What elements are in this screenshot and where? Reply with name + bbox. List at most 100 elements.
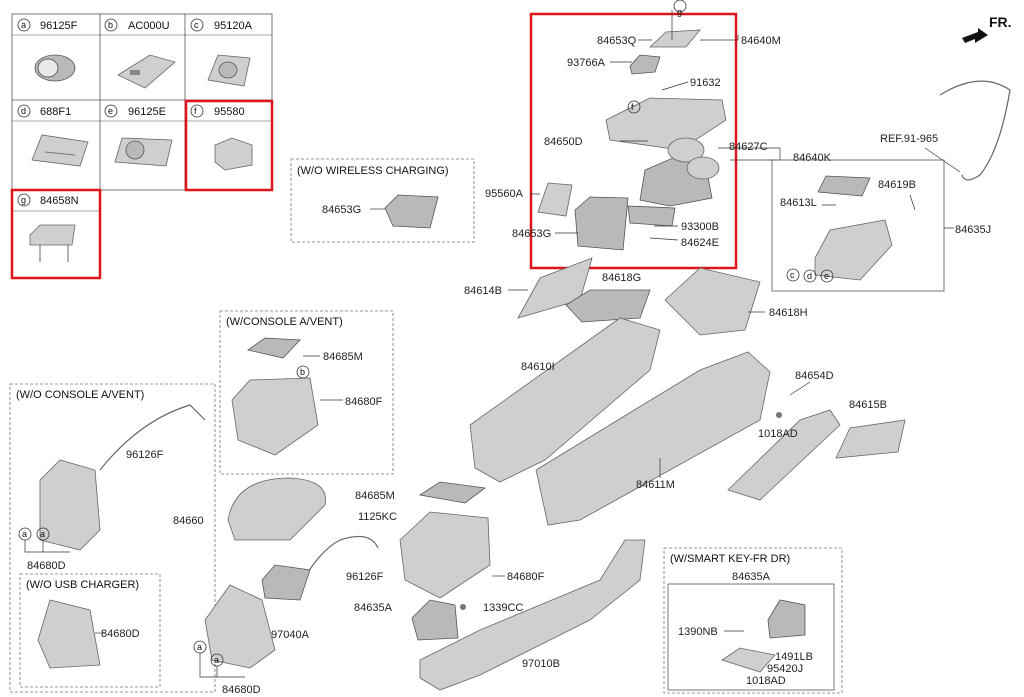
switch-f-icon bbox=[214, 137, 253, 171]
socket-e-icon bbox=[114, 137, 173, 167]
front-indicator: FR. bbox=[989, 14, 1012, 30]
section-wo-usb-title: (W/O USB CHARGER) bbox=[26, 579, 139, 591]
label-96126F-a: 96126F bbox=[126, 449, 164, 461]
tray-callout-f: f bbox=[631, 102, 634, 112]
label-1125KC: 1125KC bbox=[358, 511, 397, 523]
bracket-84618G bbox=[565, 289, 651, 323]
legend-grid: a 96125F b AC000U c 95120A d 688F1 e 961… bbox=[10, 13, 274, 280]
usb-module-b-icon bbox=[117, 54, 176, 89]
bracket-d-icon bbox=[31, 134, 89, 167]
callout-d: d bbox=[807, 271, 812, 281]
legend-d-letter: d bbox=[21, 106, 26, 116]
legend-f-letter: f bbox=[194, 106, 197, 116]
console-side-84611M bbox=[535, 351, 771, 526]
label-95560A: 95560A bbox=[485, 188, 524, 200]
legend-f-part: 95580 bbox=[214, 106, 245, 118]
panel-84615B bbox=[835, 419, 906, 459]
section-w-console-vent-title: (W/CONSOLE A/VENT) bbox=[226, 316, 343, 328]
highlight-tray-assembly bbox=[529, 12, 738, 270]
section-wo-wireless-title: (W/O WIRELESS CHARGING) bbox=[297, 165, 449, 177]
label-84653Q: 84653Q bbox=[597, 35, 637, 47]
tray-assembly: g f bbox=[537, 0, 727, 251]
legend-c-letter: c bbox=[194, 20, 199, 30]
bracket-84618H bbox=[664, 267, 761, 336]
callout-c: c bbox=[790, 270, 795, 280]
callout-b: b bbox=[300, 367, 305, 377]
label-84654D: 84654D bbox=[795, 370, 834, 382]
callout-e: e bbox=[824, 271, 829, 281]
label-84615B: 84615B bbox=[849, 399, 887, 411]
label-97010B: 97010B bbox=[522, 658, 560, 670]
label-97040A: 97040A bbox=[271, 629, 310, 641]
console-body-84610I bbox=[469, 317, 661, 483]
panel-84614B bbox=[517, 257, 593, 319]
tray-84653G-icon bbox=[384, 194, 439, 229]
wiring-harness-icon bbox=[939, 80, 1011, 181]
label-84680D-c: 84680D bbox=[222, 684, 261, 696]
box-84635J bbox=[771, 159, 945, 292]
legend-e-part: 96125E bbox=[128, 106, 166, 118]
label-84610I: 84610I bbox=[521, 361, 555, 373]
callout-a-1: a bbox=[22, 529, 27, 539]
label-84640K: 84640K bbox=[793, 152, 832, 164]
label-84685M-b: 84685M bbox=[355, 490, 395, 502]
label-93300B: 93300B bbox=[681, 221, 719, 233]
label-1339CC: 1339CC bbox=[483, 602, 523, 614]
legend-e-letter: e bbox=[108, 106, 113, 116]
section-wo-console-vent bbox=[9, 383, 216, 693]
label-84635A-a: 84635A bbox=[354, 602, 393, 614]
bin-84680F-a bbox=[231, 377, 319, 456]
legend-a-circle bbox=[17, 18, 31, 32]
legend-b-letter: b bbox=[108, 20, 113, 30]
bin-84680F-b bbox=[399, 511, 491, 599]
label-84618H: 84618H bbox=[769, 307, 808, 319]
label-84653G-wo: 84653G bbox=[322, 204, 361, 216]
label-84619B: 84619B bbox=[878, 179, 916, 191]
callout-a-3: a bbox=[197, 642, 202, 652]
cover-84680D-a bbox=[39, 459, 101, 551]
legend-a-part: 96125F bbox=[40, 20, 78, 32]
label-1491LB: 1491LB bbox=[775, 651, 813, 663]
section-w-smart-key bbox=[663, 547, 843, 694]
floor-duct-97010B bbox=[419, 539, 646, 691]
label-84618G: 84618G bbox=[602, 272, 641, 284]
label-84680D-b: 84680D bbox=[101, 628, 140, 640]
ref-label: REF.91-965 bbox=[880, 133, 938, 145]
label-1390NB: 1390NB bbox=[678, 626, 718, 638]
label-93766A: 93766A bbox=[567, 57, 606, 69]
label-96126F-b: 96126F bbox=[346, 571, 384, 583]
label-95420J: 95420J bbox=[767, 663, 803, 675]
label-84635J: 84635J bbox=[955, 224, 991, 236]
label-84680F-b: 84680F bbox=[507, 571, 545, 583]
label-84613L: 84613L bbox=[780, 197, 817, 209]
section-wo-wireless bbox=[290, 158, 475, 243]
label-84640M: 84640M bbox=[741, 35, 781, 47]
trim-84654D bbox=[727, 409, 841, 501]
label-84611M: 84611M bbox=[636, 479, 675, 491]
label-84635A-b: 84635A bbox=[732, 571, 771, 583]
armrest-84660 bbox=[227, 477, 326, 541]
label-84627C: 84627C bbox=[729, 141, 768, 153]
cover-g-icon bbox=[29, 224, 76, 262]
tray-callout-g: g bbox=[677, 7, 682, 17]
label-84685M-a: 84685M bbox=[323, 351, 363, 363]
callout-a-4: a bbox=[214, 655, 219, 665]
label-84624E: 84624E bbox=[681, 237, 719, 249]
label-84680D-a: 84680D bbox=[27, 560, 66, 572]
label-1018AD-b: 1018AD bbox=[746, 675, 786, 687]
section-w-console-vent bbox=[219, 310, 394, 475]
legend-g-part: 84658N bbox=[40, 195, 79, 207]
label-84660: 84660 bbox=[173, 515, 204, 527]
legend-c-part: 95120A bbox=[214, 20, 253, 32]
callout-a-2: a bbox=[40, 529, 45, 539]
legend-g-letter: g bbox=[21, 195, 26, 205]
vent-97040A bbox=[261, 564, 311, 601]
section-wo-usb bbox=[19, 573, 161, 688]
label-84650D: 84650D bbox=[544, 136, 583, 148]
section-wo-console-vent-title: (W/O CONSOLE A/VENT) bbox=[16, 389, 144, 401]
label-91632: 91632 bbox=[690, 77, 721, 89]
bracket-84635A-b bbox=[767, 599, 806, 639]
label-84680F-a: 84680F bbox=[345, 396, 383, 408]
legend-d-part: 688F1 bbox=[40, 106, 71, 118]
